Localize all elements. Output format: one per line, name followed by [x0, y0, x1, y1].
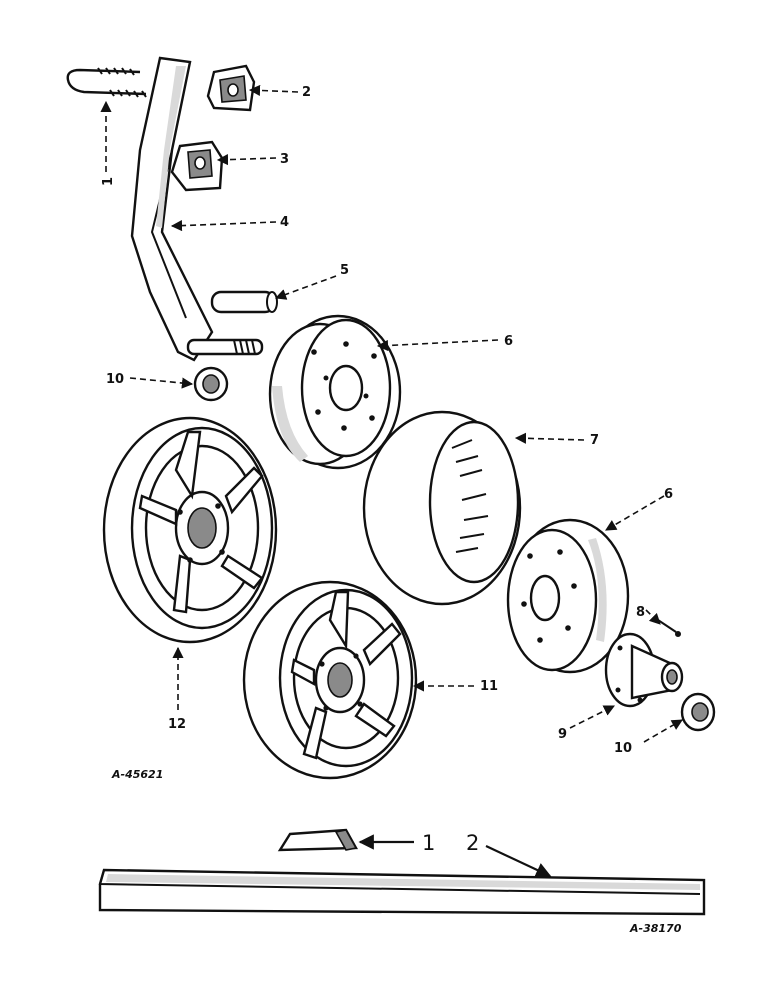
screw-part [657, 619, 681, 637]
callout-9: 9 [558, 727, 567, 742]
callout-6: 6 [504, 334, 513, 349]
callout-6-lower: 6 [664, 487, 673, 502]
callout-3: 3 [280, 152, 289, 167]
callout-11: 11 [480, 679, 498, 694]
callout-5: 5 [340, 263, 349, 278]
tire-part [362, 410, 522, 606]
callout-2: 2 [302, 85, 311, 100]
u-bolt-part [66, 67, 147, 98]
clamp-block-part [206, 64, 256, 112]
figure-reference-bottom: A-38170 [629, 922, 682, 935]
wheel-half-part [268, 314, 402, 470]
axle-bolt-part [186, 338, 264, 356]
wheel-arm-part [130, 56, 214, 362]
hub-part [604, 632, 684, 708]
bearing-part [193, 366, 229, 402]
callout-4: 4 [280, 215, 289, 230]
callout-8: 8 [636, 605, 645, 620]
top-figure: 1 2 3 4 5 6 7 6 8 9 10 10 11 12 A-45621 [66, 56, 716, 781]
clamp-block-2-part [170, 140, 224, 192]
callout-12: 12 [168, 717, 186, 732]
callout-10-left: 10 [106, 372, 124, 387]
callout-bottom-2: 2 [466, 831, 479, 855]
callout-1: 1 [101, 177, 116, 186]
square-bar-part [98, 868, 706, 916]
wheel-assembly-2-part [242, 580, 418, 780]
bottom-figure: 1 2 A-38170 [98, 828, 706, 935]
callout-7: 7 [590, 433, 599, 448]
callout-bottom-1: 1 [422, 831, 435, 855]
bearing-2-part [680, 692, 716, 732]
leader-lines [100, 84, 683, 743]
callout-labels: 1 2 3 4 5 6 7 6 8 9 10 10 11 12 [101, 85, 673, 756]
wheel-half-2-part [506, 518, 630, 674]
pin-part [210, 290, 278, 314]
figure-reference-top: A-45621 [111, 768, 163, 781]
end-cap-part [277, 828, 359, 852]
wheel-assembly-part [102, 416, 278, 644]
callout-10-right: 10 [614, 741, 632, 756]
